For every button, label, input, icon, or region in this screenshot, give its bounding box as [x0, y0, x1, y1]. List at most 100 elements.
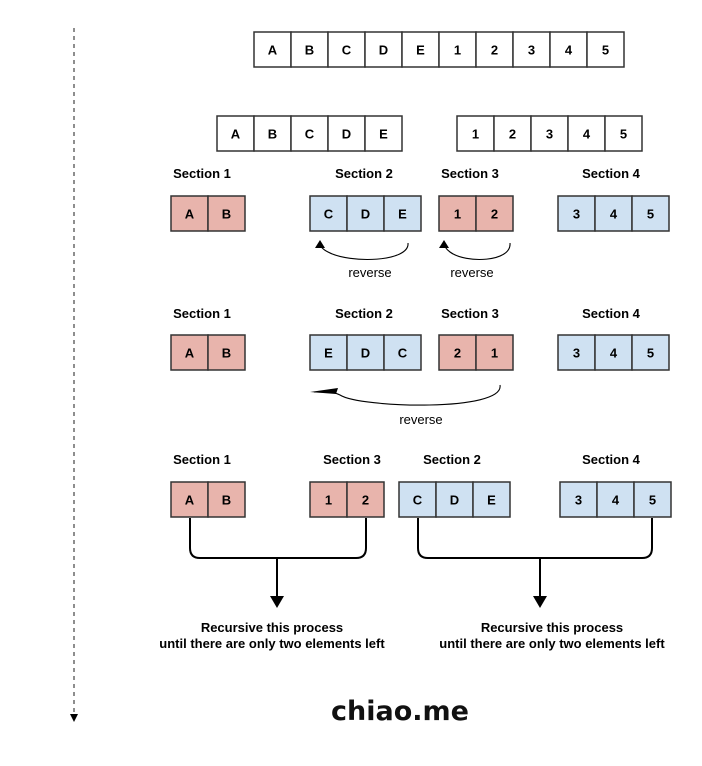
stage2-section-4-cell-box [631, 334, 670, 371]
right-note-line-1: Recursive this process [481, 620, 623, 635]
stage3-section-3-cell-label: 2 [362, 493, 369, 508]
stage2-section-3-cell-box [475, 334, 514, 371]
split-right-cell: 3 [530, 115, 569, 152]
stage1-reverse-label-2: reverse [450, 265, 493, 280]
left-note-line-1: Recursive this process [201, 620, 343, 635]
stage1-section-4-cell: 4 [594, 195, 633, 232]
split-right-cell-label: 1 [472, 127, 479, 142]
stage1-section-4-cell-box [594, 195, 633, 232]
stage2-section-2-cell: D [346, 334, 385, 371]
stage3-section-2-cell-label: E [487, 493, 496, 508]
split-right-cell: 2 [493, 115, 532, 152]
stage1-section-1-cell-label: B [222, 207, 231, 222]
stage2-section-4-cell: 4 [594, 334, 633, 371]
stage1-header-section-2: Section 2 [335, 166, 393, 181]
split-right-cell-box [456, 115, 495, 152]
full-array-cell: E [401, 31, 440, 68]
stage3-section-4-cell-box [559, 481, 598, 518]
stage1-section-4-cell-label: 4 [610, 207, 618, 222]
stage2-header-section-2: Section 2 [335, 306, 393, 321]
stage2-section-4-cell-label: 3 [573, 346, 580, 361]
stage1-section-2-cell-label: E [398, 207, 407, 222]
stage2-section-1-cell: B [207, 334, 246, 371]
stage2-reverse-arrow [313, 384, 501, 406]
split-left-cell: C [290, 115, 329, 152]
stage3-section-1-cell: B [207, 481, 246, 518]
stage3-section-4-cell: 3 [559, 481, 598, 518]
stage2-section-1-cell-label: B [222, 346, 231, 361]
split-left-cell: E [364, 115, 403, 152]
stage3-header-section-3: Section 3 [323, 452, 381, 467]
split-left-cell: A [216, 115, 255, 152]
split-left-cell-label: C [305, 127, 315, 142]
right-down-arrowhead [533, 596, 547, 608]
stage1-reverse-arrow-section-2 [319, 242, 409, 260]
stage3-section-2-cell-box [398, 481, 437, 518]
stage1-header-section-1: Section 1 [173, 166, 231, 181]
stage2-section-4-cell-box [594, 334, 633, 371]
stage1-reverse-arrowhead-section-2 [315, 240, 325, 248]
full-array-cell-label: A [268, 43, 278, 58]
full-array-cell-label: 4 [565, 43, 573, 58]
stage1-section-1-cell-label: A [185, 207, 195, 222]
split-right-cell-box [493, 115, 532, 152]
full-array-cell-box [438, 31, 477, 68]
full-array-cell: 1 [438, 31, 477, 68]
stage2-section-2-cell-label: D [361, 346, 370, 361]
stage1-section-2-cell: D [346, 195, 385, 232]
split-left-cell-box [364, 115, 403, 152]
left-down-arrowhead [270, 596, 284, 608]
stage2-section-4-cell-label: 5 [647, 346, 654, 361]
split-right-cell-box [567, 115, 606, 152]
stage2-reverse-label: reverse [399, 412, 442, 427]
split-left-cell-box [253, 115, 292, 152]
stage3-section-4-cell: 4 [596, 481, 635, 518]
stage2-header-section-1: Section 1 [173, 306, 231, 321]
stage2-header-section-4: Section 4 [582, 306, 641, 321]
stage1-section-2-cell-label: C [324, 207, 334, 222]
split-right-cell-box [604, 115, 643, 152]
stage1-section-1-cell: A [170, 195, 209, 232]
stage3-section-1-cell: A [170, 481, 209, 518]
stage2-section-3-cell: 1 [475, 334, 514, 371]
stage3-section-2-cell: C [398, 481, 437, 518]
full-array-cell-label: 5 [602, 43, 609, 58]
stage2-section-2-cell: C [383, 334, 422, 371]
full-array-cell-label: D [379, 43, 388, 58]
stage3-section-3-cell: 1 [309, 481, 348, 518]
stage3-section-2-cell: E [472, 481, 511, 518]
stage1-reverse-arrow-section-3 [443, 242, 511, 261]
full-array-cell: A [253, 31, 292, 68]
stage1-section-3-cell: 1 [438, 195, 477, 232]
stage1-section-4-cell: 3 [557, 195, 596, 232]
stage1-section-2-cell-box [309, 195, 348, 232]
stage3-section-4-cell-box [633, 481, 672, 518]
stage1-section-2-cell-box [346, 195, 385, 232]
brand-logo: chiao.me [331, 696, 469, 727]
full-array-cell-label: 2 [491, 43, 498, 58]
stage1-section-4-cell-label: 3 [573, 207, 580, 222]
full-array-cell-label: 1 [454, 43, 461, 58]
split-right-cell-label: 3 [546, 127, 553, 142]
stage3-section-2-cell: D [435, 481, 474, 518]
left-bracket [189, 518, 367, 559]
stage1-section-4-cell-box [631, 195, 670, 232]
stage1-section-1-cell-box [207, 195, 246, 232]
stage1-section-2-cell: C [309, 195, 348, 232]
split-left-cell-label: B [268, 127, 277, 142]
stage2-section-3-cell-label: 2 [454, 346, 461, 361]
stage1-section-4-cell: 5 [631, 195, 670, 232]
stage2-section-3-cell-box [438, 334, 477, 371]
stage3-section-4-cell: 5 [633, 481, 672, 518]
stage2-section-3-cell-label: 1 [491, 346, 498, 361]
stage2-section-2-cell-box [309, 334, 348, 371]
stage2-section-1-cell-box [207, 334, 246, 371]
